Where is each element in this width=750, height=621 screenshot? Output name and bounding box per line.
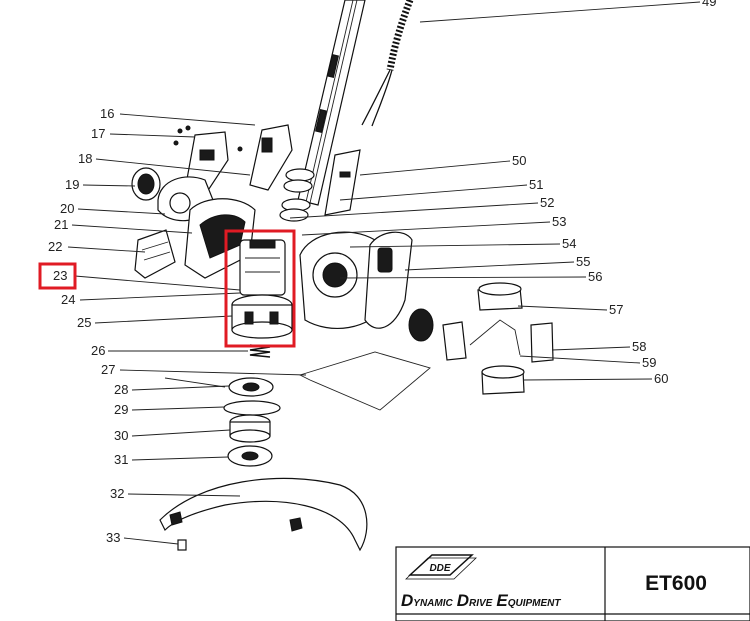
callout-31: 31 (114, 452, 128, 467)
callout-21: 21 (54, 217, 68, 232)
callout-27: 27 (101, 362, 115, 377)
motor-housing-left (134, 198, 256, 279)
dde-logo: DDE (405, 554, 477, 580)
callout-32: 32 (110, 486, 124, 501)
callout-22: 22 (48, 239, 62, 254)
small-clip-part (177, 539, 187, 551)
callout-50: 50 (512, 153, 526, 168)
callout-28: 28 (114, 382, 128, 397)
callout-60: 60 (654, 371, 668, 386)
shaft-tube (297, 0, 366, 206)
callout-18: 18 (78, 151, 92, 166)
spool-and-guide-parts (408, 282, 554, 395)
motor-housing-right (299, 231, 413, 329)
callout-49: 49 (702, 0, 716, 9)
leader-lines (67, 1, 701, 545)
callout-20: 20 (60, 201, 74, 216)
knob-part (131, 167, 161, 201)
highlight-boxes (38, 229, 296, 348)
callout-labels: 16 17 18 19 20 21 22 23 24 25 26 27 28 2… (48, 0, 716, 545)
callout-51: 51 (529, 177, 543, 192)
callout-19: 19 (65, 177, 79, 192)
callout-23: 23 (53, 268, 67, 283)
callout-56: 56 (588, 269, 602, 284)
handle-grip-parts (279, 149, 361, 222)
callout-16: 16 (100, 106, 114, 121)
callout-59: 59 (642, 355, 656, 370)
callout-29: 29 (114, 402, 128, 417)
callout-26: 26 (91, 343, 105, 358)
callout-53: 53 (552, 214, 566, 229)
callout-17: 17 (91, 126, 105, 141)
wire-guide (298, 351, 431, 411)
model-number: ET600 (645, 572, 707, 595)
logo-text: DDE (429, 563, 450, 574)
guard-part (159, 477, 368, 552)
callout-33: 33 (106, 530, 120, 545)
callout-52: 52 (540, 195, 554, 210)
callout-58: 58 (632, 339, 646, 354)
coiled-cable (361, 0, 414, 127)
callout-54: 54 (562, 236, 576, 251)
callout-24: 24 (61, 292, 75, 307)
callout-highlight-box (38, 262, 77, 290)
spool-parts (164, 377, 281, 467)
callout-30: 30 (114, 428, 128, 443)
callout-25: 25 (77, 315, 91, 330)
part-highlight-box (224, 229, 296, 348)
callout-55: 55 (576, 254, 590, 269)
callout-57: 57 (609, 302, 623, 317)
motor-assembly (231, 239, 293, 339)
